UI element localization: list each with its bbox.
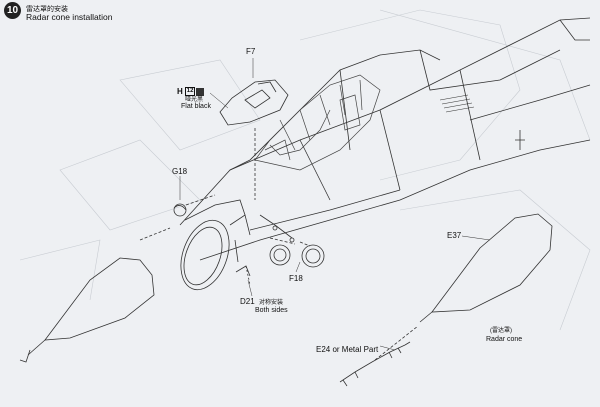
label-f7: F7 [246, 47, 256, 56]
vent-grille [439, 94, 475, 113]
radar-cone-label-cn: (雷达罩) [490, 328, 512, 334]
paint-label-cn: 哑光黑 [185, 97, 204, 103]
nose-ring [180, 199, 251, 291]
part-d21 [235, 265, 251, 286]
label-g18: G18 [172, 167, 188, 176]
part-e24-probe [339, 341, 411, 387]
part-f7-canopy [219, 79, 289, 200]
paint-letter: H [177, 87, 183, 96]
label-e24: E24 or Metal Part [316, 345, 379, 354]
step-number-badge: 10 [4, 2, 21, 19]
part-g18 [173, 194, 216, 217]
flat-black-swatch [196, 87, 205, 96]
leader-lines [179, 58, 491, 351]
label-d21-en: Both sides [255, 307, 288, 314]
paint-label-en: Flat black [181, 103, 211, 110]
paint-code: 12 [184, 87, 196, 97]
part-f18 [259, 214, 325, 268]
fuselage [179, 17, 591, 261]
cockpit [254, 74, 381, 171]
step-title-en: Radar cone installation [26, 12, 113, 22]
background-ghost-lines [19, 9, 591, 331]
radar-cone-label-en: Radar cone [486, 336, 523, 343]
label-f18: F18 [289, 274, 303, 283]
left-radar-cone [19, 227, 171, 363]
label-d21-cn: 对称安装 [259, 300, 284, 306]
part-e37-radar-cone [374, 213, 553, 361]
label-e37: E37 [447, 231, 462, 240]
step-title-cn: 雷达罩的安装 [26, 6, 68, 13]
label-d21: D21 [240, 297, 255, 306]
